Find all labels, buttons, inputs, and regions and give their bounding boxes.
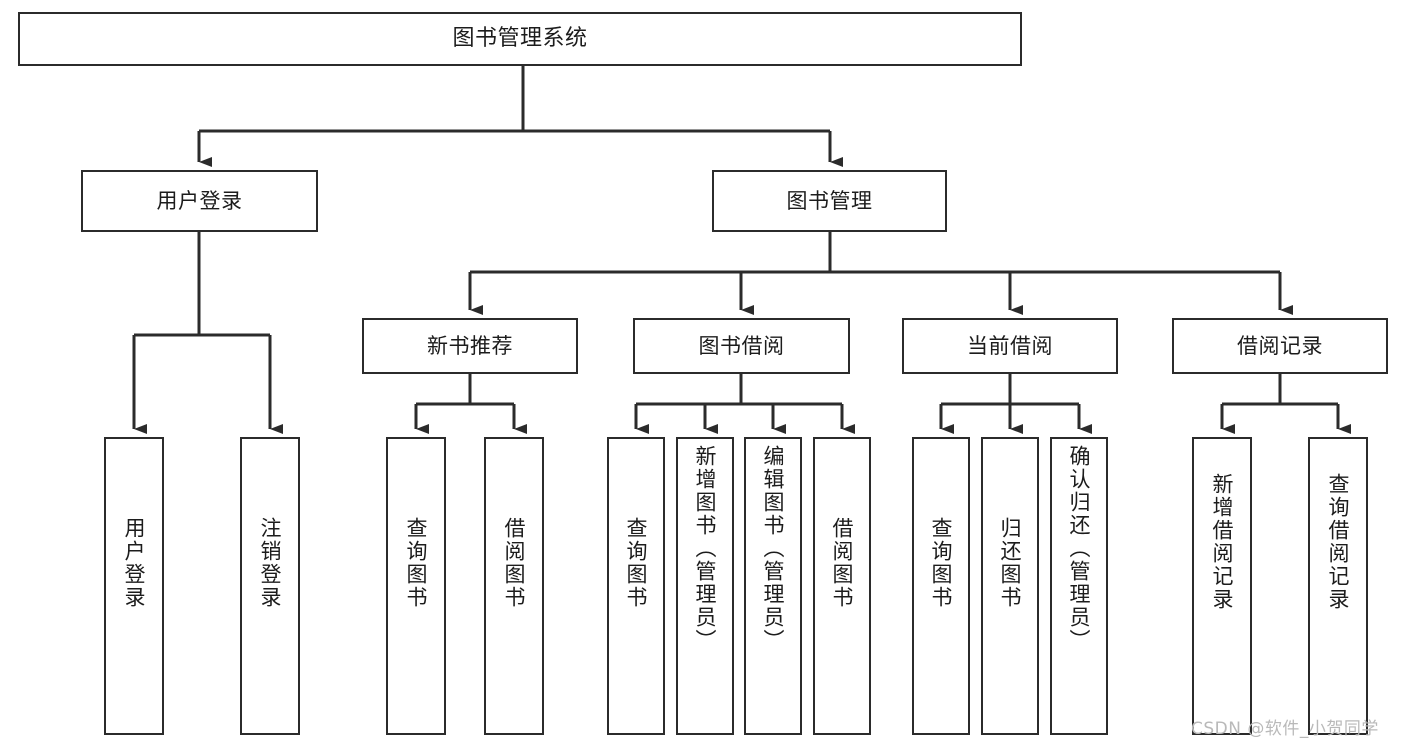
leaf-borrow-book-1[interactable]: 借阅图书 [484,437,544,735]
leaf-edit-book-admin[interactable]: 编辑图书（管理员） [744,437,802,735]
leaf-borrow-book-2[interactable]: 借阅图书 [813,437,871,735]
node-label: 图书管理 [786,188,873,213]
node-label: 借阅记录 [1237,333,1323,358]
node-label: 查询图书 [404,517,429,609]
node-user-login[interactable]: 用户登录 [81,170,318,232]
leaf-query-borrow-record[interactable]: 查询借阅记录 [1308,437,1368,735]
node-label: 查询图书 [929,517,954,609]
leaf-return-book[interactable]: 归还图书 [981,437,1039,735]
leaf-add-borrow-record[interactable]: 新增借阅记录 [1192,437,1252,735]
node-book-management[interactable]: 图书管理 [712,170,947,232]
node-label: 查询借阅记录 [1326,473,1351,611]
node-label: 新增图书（管理员） [693,445,718,652]
node-new-book-recommend[interactable]: 新书推荐 [362,318,578,374]
leaf-user-login[interactable]: 用户登录 [104,437,164,735]
node-label: 用户登录 [156,188,243,213]
node-label: 新增借阅记录 [1210,473,1235,611]
node-label: 图书管理系统 [452,26,588,52]
node-book-borrow[interactable]: 图书借阅 [633,318,850,374]
leaf-query-book-1[interactable]: 查询图书 [386,437,446,735]
node-label: 当前借阅 [967,333,1053,358]
node-borrow-record[interactable]: 借阅记录 [1172,318,1388,374]
node-label: 借阅图书 [502,517,527,609]
node-label: 归还图书 [998,517,1023,609]
leaf-query-book-2[interactable]: 查询图书 [607,437,665,735]
watermark-text: CSDN @软件_小贺同学 [1191,719,1379,739]
node-label: 新书推荐 [427,333,513,358]
node-label: 编辑图书（管理员） [761,445,786,652]
node-label: 注销登录 [258,517,283,609]
node-label: 借阅图书 [830,517,855,609]
leaf-query-book-3[interactable]: 查询图书 [912,437,970,735]
leaf-add-book-admin[interactable]: 新增图书（管理员） [676,437,734,735]
node-label: 查询图书 [624,517,649,609]
node-label: 用户登录 [122,517,147,609]
node-root-book-management-system[interactable]: 图书管理系统 [18,12,1022,66]
leaf-confirm-return-admin[interactable]: 确认归还（管理员） [1050,437,1108,735]
node-current-borrow[interactable]: 当前借阅 [902,318,1118,374]
node-label: 图书借阅 [698,333,785,358]
node-label: 确认归还（管理员） [1067,445,1092,652]
leaf-logout-login[interactable]: 注销登录 [240,437,300,735]
